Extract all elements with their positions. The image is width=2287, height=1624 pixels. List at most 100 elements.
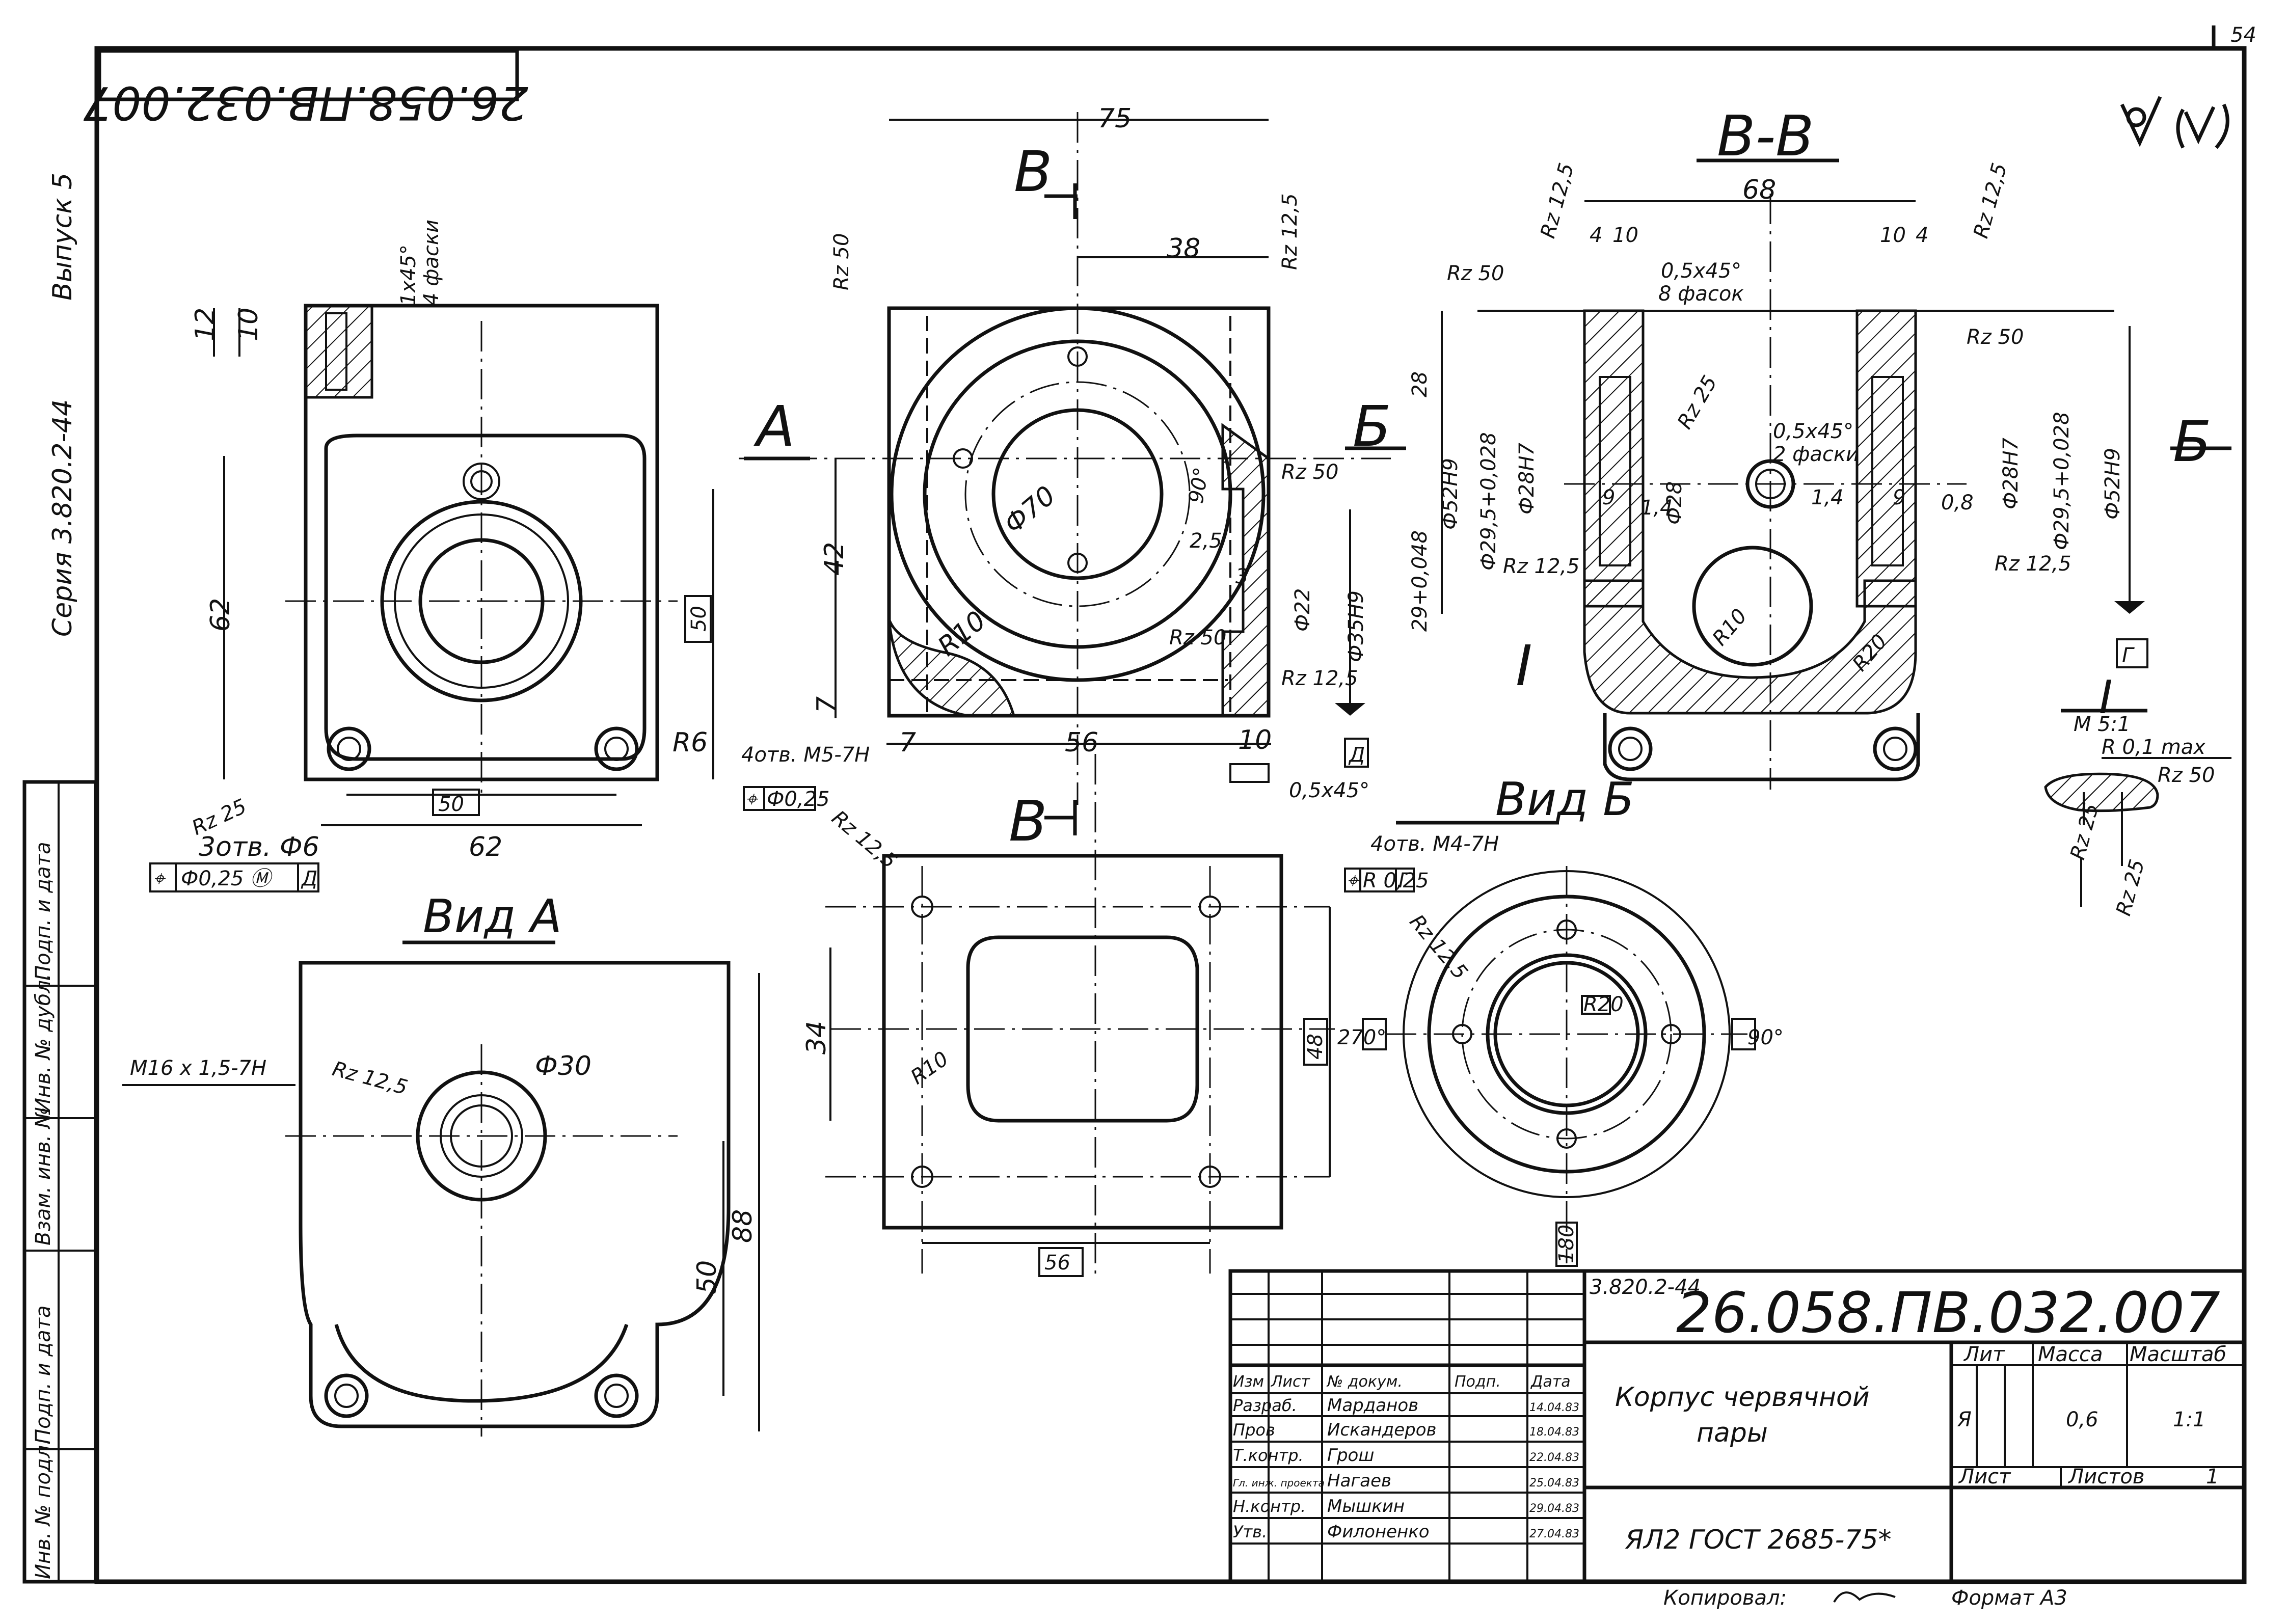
tol-value-bottom: Ф0,25 — [767, 788, 830, 811]
dim-56: 56 — [1065, 727, 1098, 758]
dia-28h7-left: Ф28H7 — [1515, 443, 1539, 515]
stamp-inv-dubl: Инв. № дубл. — [32, 973, 55, 1113]
tb-part-name-2: пары — [1697, 1418, 1768, 1448]
signer-name: Мышкин — [1327, 1496, 1405, 1517]
tolerance-frame-front — [149, 862, 319, 892]
dim-12: 12 — [190, 308, 221, 341]
roughness-bb-1: Rz 12,5 — [1536, 160, 1578, 240]
angle-90-view-b: 90° — [1747, 1026, 1784, 1049]
dia-29-5-right: Ф29,5+0,028 — [2050, 412, 2074, 550]
signer-date: 22.04.83 — [1529, 1451, 1579, 1464]
signer-date: 25.04.83 — [1529, 1477, 1579, 1490]
roughness-bb-7: Rz 12,5 — [1995, 552, 2071, 576]
dim-10-left: 10 — [1612, 224, 1638, 247]
tb-rev-header-podp: Подп. — [1455, 1373, 1501, 1391]
section-marker-v-top: В — [1014, 139, 1052, 204]
tb-format-label: Формат А3 — [1951, 1586, 2067, 1610]
stamp-podp-data-1: Подп. и дата — [32, 1306, 55, 1444]
tb-rev-header-date: Дата — [1530, 1373, 1571, 1391]
dim-1-4-left: 1,4 — [1640, 496, 1673, 520]
front-view — [213, 304, 714, 826]
doc-number-top-box: 26.058.ПВ.032.007 — [83, 49, 528, 129]
tb-sheet-label: Лист — [1958, 1465, 2011, 1488]
hole-note-4otv-m5: 4отв. M5-7H — [741, 743, 870, 767]
dim-3: 3 — [1235, 565, 1248, 588]
signer-role: Н.контр. — [1233, 1497, 1306, 1516]
detail-i-title: I — [2099, 671, 2113, 724]
roughness-bb-4: Rz 50 — [1967, 326, 2024, 349]
tb-scale-value: 1:1 — [2173, 1408, 2205, 1431]
tol-symbol-position-icon: ⌖ — [153, 867, 166, 890]
tb-sheets-label: Листов — [2067, 1465, 2144, 1488]
dim-28: 28 — [1408, 371, 1432, 397]
copied-signature — [1833, 1591, 1896, 1603]
signer-name: Нагаев — [1327, 1471, 1391, 1491]
tb-series-code: 3.820.2-44 — [1590, 1276, 1701, 1299]
general-roughness-symbol — [2120, 96, 2229, 149]
dia-52h9-left: Ф52H9 — [1439, 458, 1462, 530]
dim-4-left: 4 — [1590, 224, 1602, 247]
view-a — [122, 961, 760, 1437]
tb-sheets-value: 1 — [2206, 1465, 2219, 1488]
tol-symbol-position-icon-3: ⌖ — [1347, 869, 1360, 892]
detail-marker-i: I — [1516, 633, 1532, 698]
title-block-grid — [1228, 1269, 2246, 1584]
angle-270: 270° — [1337, 1026, 1386, 1049]
signer-date: 29.04.83 — [1529, 1502, 1579, 1515]
section-bb-title: В-В — [1717, 103, 1814, 169]
dim-50-vertical: 50 — [687, 606, 711, 632]
tb-mass-header: Масса — [2038, 1343, 2103, 1366]
dim-56-box — [1038, 1247, 1084, 1277]
roughness-rz50-left: Rz 50 — [830, 233, 853, 290]
side-stamp — [22, 780, 98, 1584]
doc-number-top: 26.058.ПВ.032.007 — [83, 76, 528, 129]
roughness-rz12-5-bottom: Rz 12,5 — [1281, 667, 1358, 690]
signer-date: 18.04.83 — [1529, 1426, 1579, 1439]
tb-material: ЯЛ2 ГОСТ 2685-75* — [1625, 1525, 1892, 1555]
dim-42: 42 — [819, 542, 850, 576]
view-marker-b: Б — [1353, 394, 1391, 459]
tb-lit-value: Я — [1957, 1408, 1972, 1431]
tol-symbol-position-icon-2: ⌖ — [745, 788, 759, 811]
dim-38: 38 — [1167, 233, 1200, 264]
stamp-vzam-inv: Взам. инв. № — [32, 1107, 55, 1246]
dim-34: 34 — [801, 1021, 832, 1054]
tb-rev-header-izm: Изм — [1233, 1373, 1264, 1391]
tb-rev-header-list: Лист — [1271, 1373, 1311, 1391]
r10-bottom: R10 — [906, 1047, 953, 1089]
dim-50-box-horizontal — [432, 789, 480, 816]
roughness-rz50-inner: Rz 50 — [1169, 626, 1226, 649]
dim-7-horizontal: 7 — [899, 727, 916, 758]
tb-lit-header: Лит — [1963, 1343, 2005, 1366]
dim-2-5: 2,5 — [1190, 529, 1222, 553]
dia-35h9: Ф35H9 — [1344, 590, 1368, 662]
tb-doc-number: 26.058.ПВ.032.007 — [1676, 1280, 2220, 1345]
dim-10: 10 — [233, 308, 264, 341]
dia-28h7-right: Ф28H7 — [1999, 438, 2023, 509]
dia-30: Ф30 — [535, 1051, 591, 1081]
signer-name: Филоненко — [1327, 1522, 1430, 1542]
dim-62-vertical: 62 — [205, 598, 236, 632]
tb-copied-label: Копировал: — [1663, 1586, 1787, 1610]
detail-i-roughness-rz25-1: Rz 25 — [2066, 801, 2104, 862]
datum-g: Г — [2122, 644, 2135, 667]
dia-70: Ф70 — [999, 480, 1062, 540]
tolerance-frame-bottom — [743, 786, 816, 811]
detail-i-radius: R 0,1 max — [2102, 736, 2205, 759]
datum-d: Д — [1348, 743, 1365, 767]
tolerance-frame-view-b — [1344, 868, 1415, 892]
roughness-rz12-5-bottom-view: Rz 12,5 — [827, 806, 901, 873]
tb-rev-header-doc: № докум. — [1326, 1373, 1403, 1391]
roughness-rz12-5-view-a: Rz 12,5 — [330, 1057, 410, 1099]
chamfer-top-bb: 0,5x45° — [1661, 259, 1741, 283]
hole-note-3otv: 3отв. Ф6 — [199, 832, 319, 862]
dim-75: 75 — [1098, 103, 1132, 134]
chamfer-8-fasok: 8 фасок — [1658, 282, 1744, 306]
dim-29-tol: 29+0,048 — [1408, 530, 1432, 632]
tol-value-front: Ф0,25 Ⓜ — [181, 867, 274, 890]
dim-88: 88 — [728, 1209, 758, 1243]
chamfer-1x45: 1x45° — [397, 245, 420, 306]
tb-mass-value: 0,6 — [2066, 1408, 2098, 1431]
roughness-bb-6: Rz 12,5 — [1503, 555, 1580, 578]
